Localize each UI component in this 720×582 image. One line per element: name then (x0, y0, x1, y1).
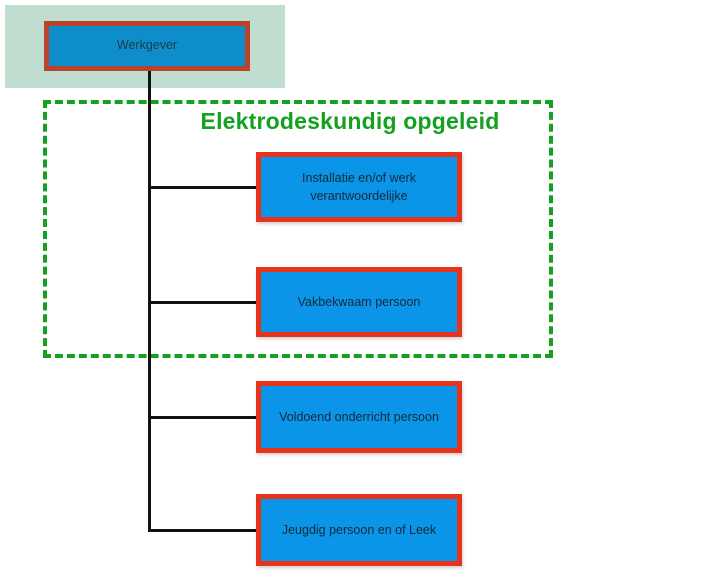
node-installatie-werkverantwoordelijke-label: Installatie en/of werk verantwoordelijke (302, 170, 416, 203)
node-vakbekwaam-persoon-label: Vakbekwaam persoon (297, 294, 421, 309)
connector-branch-1 (148, 186, 258, 189)
node-jeugdig-persoon-leek-label: Jeugdig persoon en of Leek (281, 522, 437, 537)
node-vakbekwaam-persoon[interactable]: Vakbekwaam persoon (256, 267, 462, 337)
group-region-elektrodeskundig (43, 100, 553, 358)
node-voldoend-onderricht-persoon[interactable]: Voldoend onderricht persoon (256, 381, 462, 453)
node-werkgever-label: Werkgever (116, 38, 178, 53)
connector-branch-2 (148, 301, 258, 304)
connector-branch-4 (148, 529, 258, 532)
node-installatie-werkverantwoordelijke[interactable]: Installatie en/of werk verantwoordelijke (256, 152, 462, 222)
group-title: Elektrodeskundig opgeleid (200, 108, 500, 134)
connector-branch-3 (148, 416, 258, 419)
node-jeugdig-persoon-leek[interactable]: Jeugdig persoon en of Leek (256, 494, 462, 566)
node-voldoend-onderricht-persoon-label: Voldoend onderricht persoon (279, 409, 439, 424)
node-werkgever[interactable]: Werkgever (44, 21, 250, 71)
